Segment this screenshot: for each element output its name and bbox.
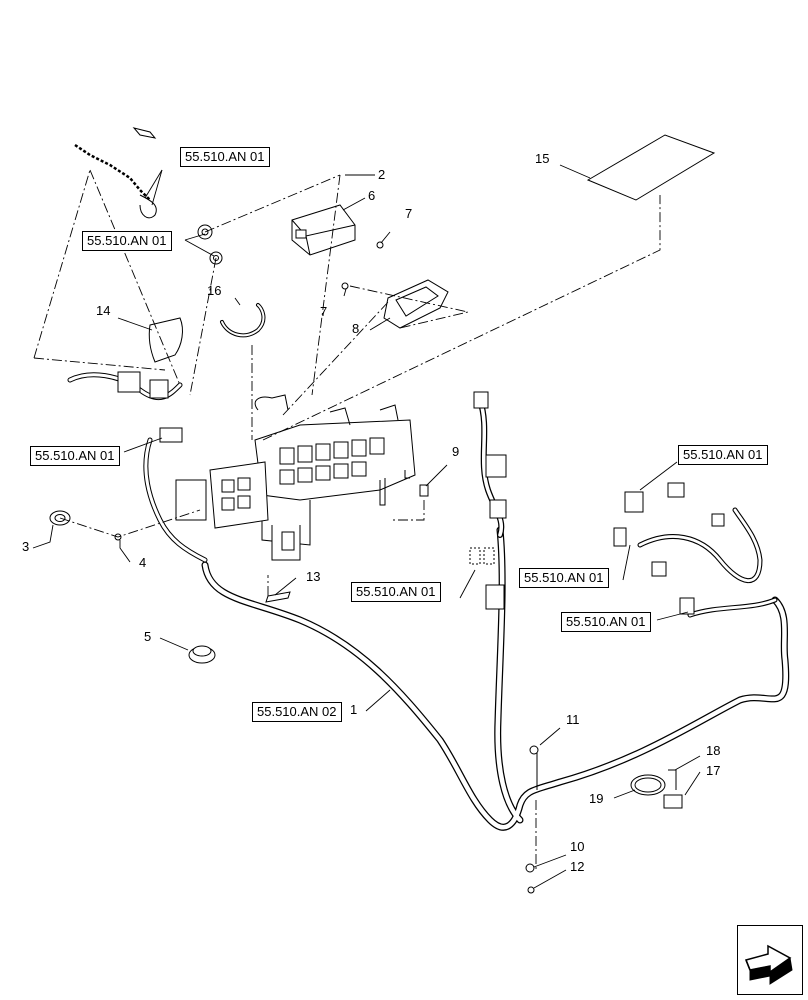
reference-box: 55.510.AN 01 bbox=[519, 568, 609, 588]
callout-14: 14 bbox=[96, 303, 111, 318]
callout-10: 10 bbox=[570, 839, 585, 854]
left-harness-bundle bbox=[67, 372, 208, 563]
callout-18: 18 bbox=[706, 743, 721, 758]
callout-16: 16 bbox=[207, 283, 222, 298]
bracket-8 bbox=[383, 279, 449, 329]
decal-15 bbox=[586, 134, 716, 201]
callout-7: 7 bbox=[405, 206, 413, 221]
callout-7: 7 bbox=[320, 304, 328, 319]
reference-box: 55.510.AN 01 bbox=[82, 231, 172, 251]
callout-19: 19 bbox=[589, 791, 604, 806]
leader-lines bbox=[32, 164, 701, 889]
next-page-arrow-icon[interactable] bbox=[737, 925, 803, 995]
reference-box: 55.510.AN 01 bbox=[351, 582, 441, 602]
reference-box: 55.510.AN 01 bbox=[678, 445, 768, 465]
fuse-relay-box bbox=[209, 394, 416, 561]
callout-15: 15 bbox=[535, 151, 550, 166]
callout-5: 5 bbox=[144, 629, 152, 644]
assembly-lines bbox=[33, 169, 661, 870]
main-harness bbox=[201, 526, 790, 831]
callout-4: 4 bbox=[139, 555, 147, 570]
callout-6: 6 bbox=[368, 188, 376, 203]
callout-13: 13 bbox=[306, 569, 321, 584]
reference-box: 55.510.AN 02 bbox=[252, 702, 342, 722]
label-sheet-14 bbox=[148, 317, 183, 363]
callout-3: 3 bbox=[22, 539, 30, 554]
callout-17: 17 bbox=[706, 763, 721, 778]
callout-11: 11 bbox=[566, 712, 580, 727]
control-module-6 bbox=[291, 204, 356, 256]
reference-box: 55.510.AN 01 bbox=[180, 147, 270, 167]
reference-box: 55.510.AN 01 bbox=[561, 612, 651, 632]
callout-1: 1 bbox=[350, 702, 358, 717]
callout-2: 2 bbox=[378, 167, 386, 182]
fasteners bbox=[114, 241, 683, 894]
callout-9: 9 bbox=[452, 444, 460, 459]
main-harness-inner bbox=[202, 527, 788, 830]
reference-box: 55.510.AN 01 bbox=[30, 446, 120, 466]
callout-8: 8 bbox=[352, 321, 360, 336]
callout-12: 12 bbox=[570, 859, 585, 874]
grommet-5 bbox=[188, 645, 216, 664]
